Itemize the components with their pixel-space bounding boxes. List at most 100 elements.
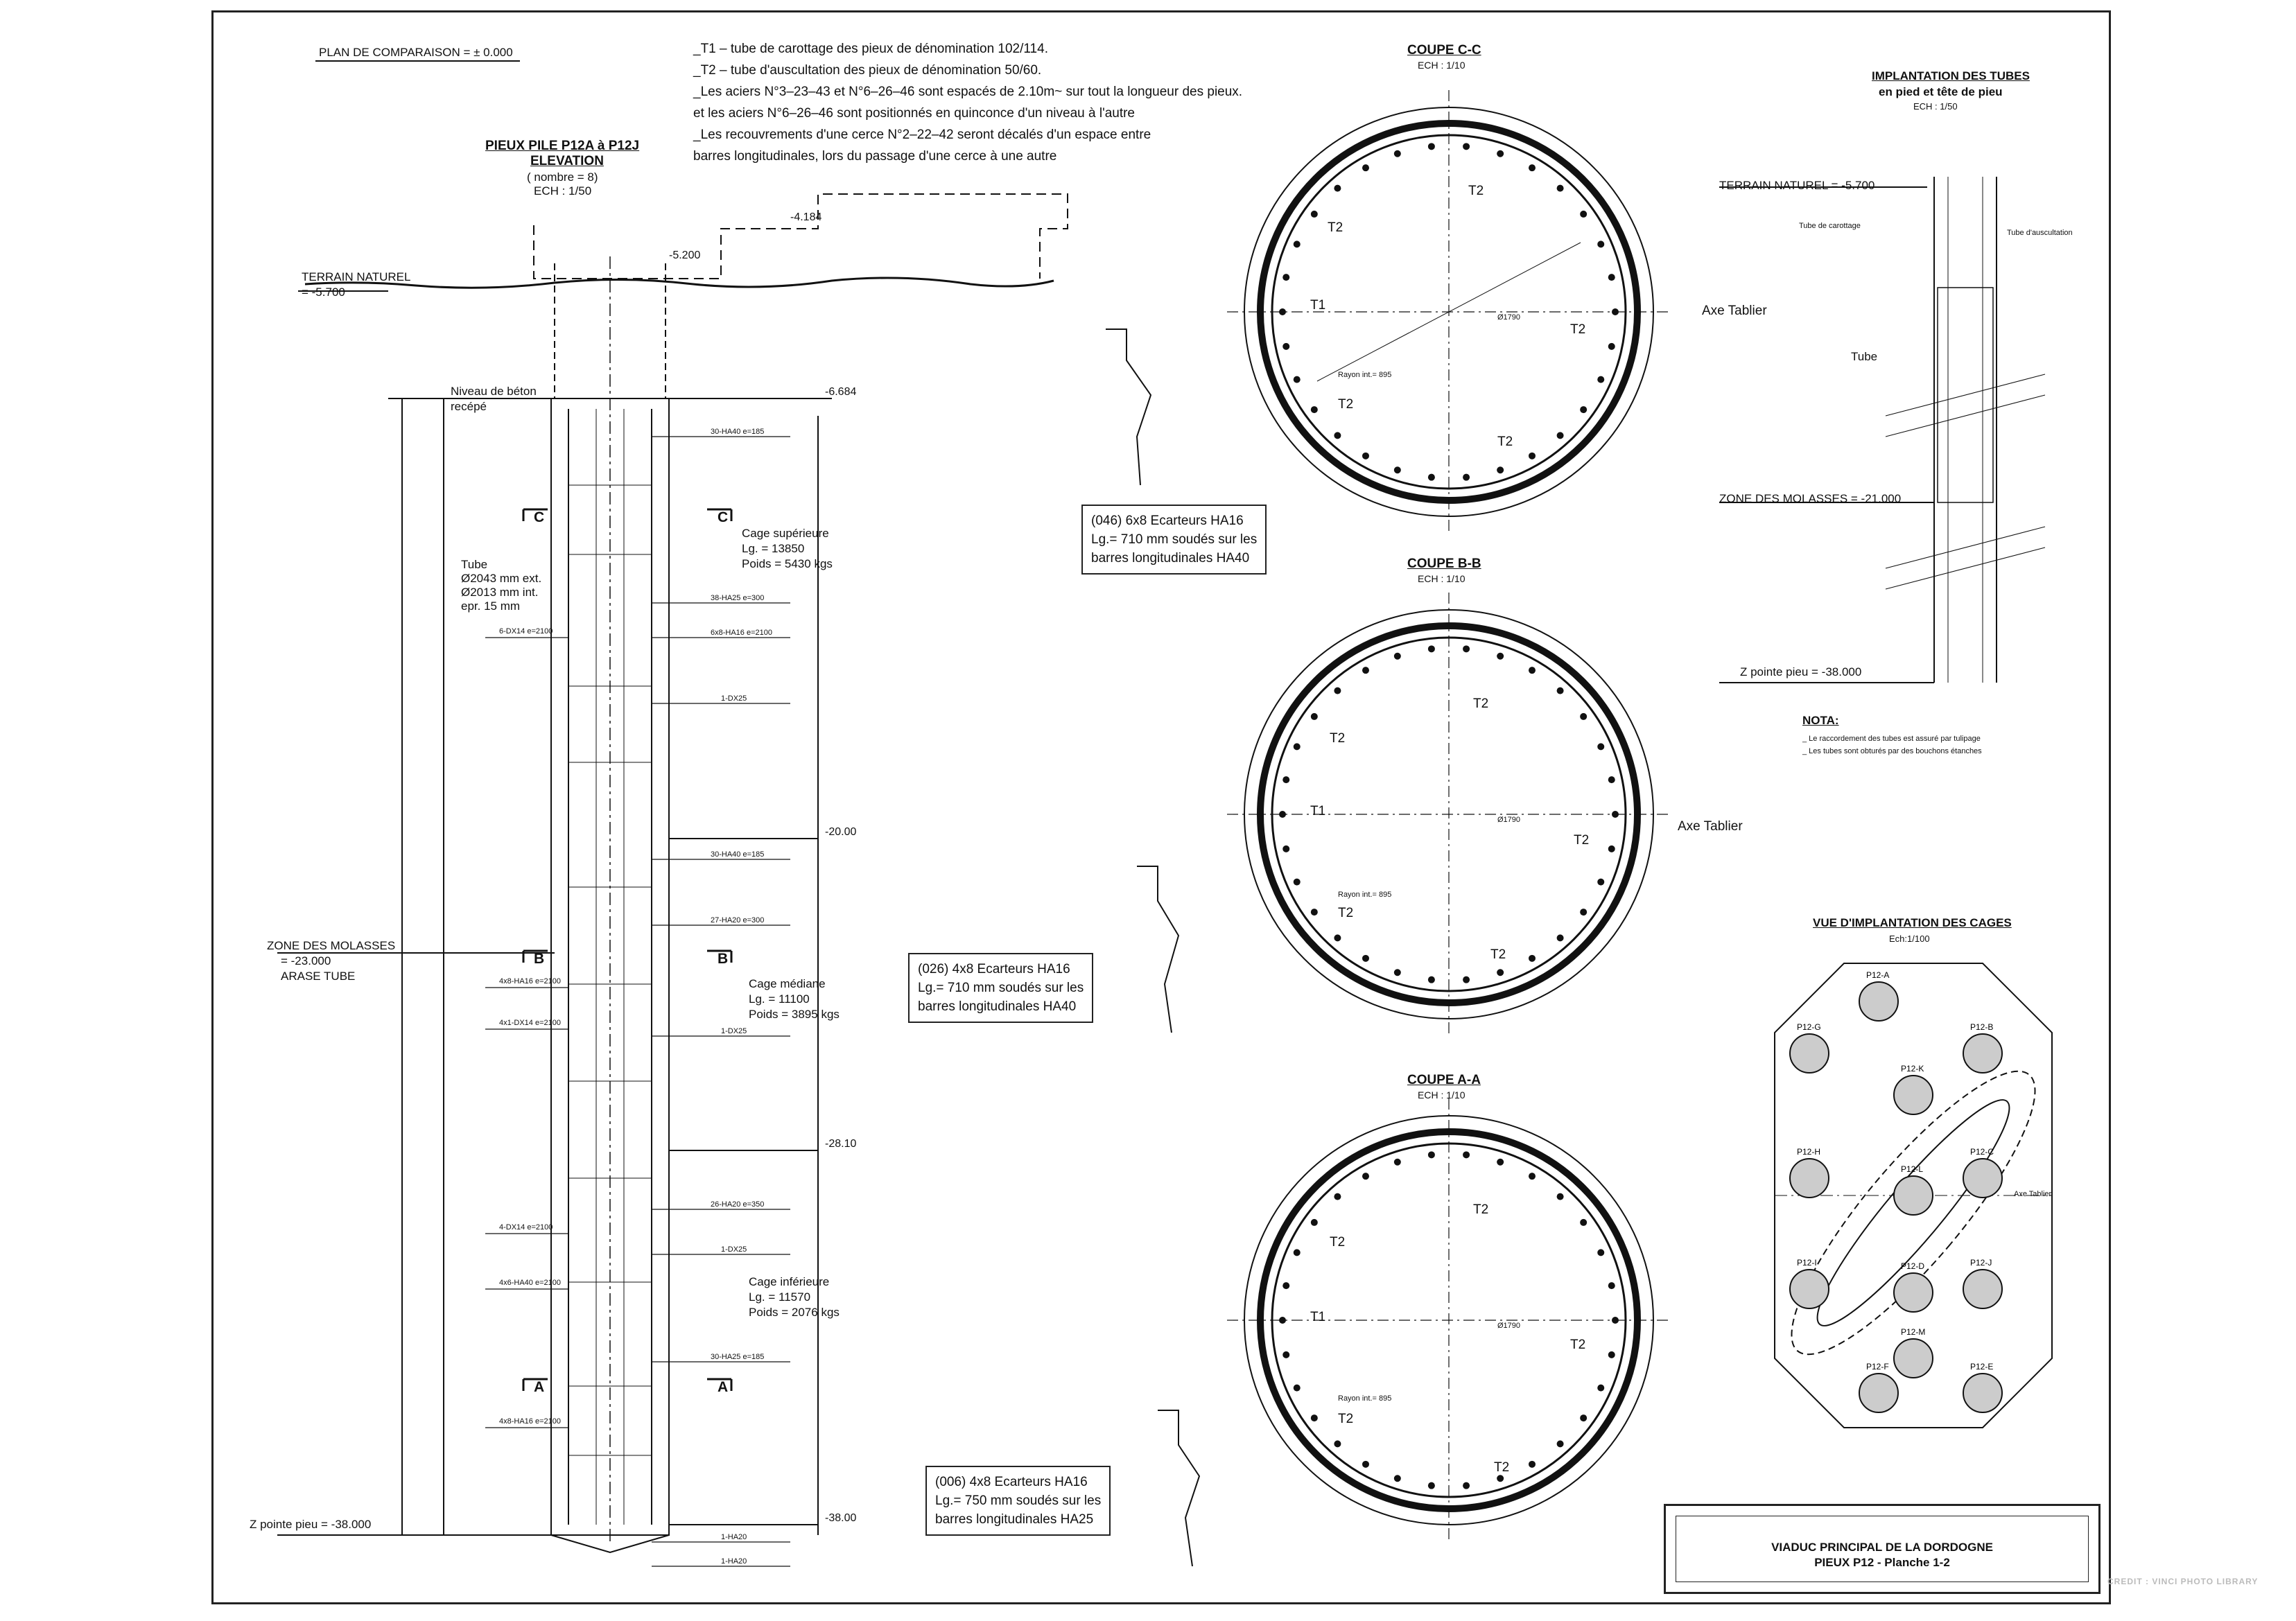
rebar-label: 27-HA20 e=300 xyxy=(711,916,765,925)
longitudinal-bars xyxy=(1279,143,1619,1489)
note-line: _Les aciers N°3–23–43 et N°6–26–46 sont … xyxy=(693,85,1243,99)
level-value: -20.00 xyxy=(825,826,857,838)
elevation-subtitle: ELEVATION xyxy=(530,154,604,168)
level-value: -4.184 xyxy=(790,211,822,223)
rebar-dot xyxy=(1427,143,1435,150)
rebar-dot xyxy=(1612,308,1619,315)
cage-pile-label: P12-M xyxy=(1901,1327,1925,1337)
spacer-box-line: barres longitudinales HA40 xyxy=(918,999,1077,1014)
rebar-label: 1-DX25 xyxy=(721,1027,747,1035)
rebar-dot xyxy=(1597,743,1605,751)
rebar-dot xyxy=(1362,452,1369,459)
rebar-label-left: 4-DX14 e=2100 xyxy=(499,1223,553,1232)
rebar-dot xyxy=(1310,1414,1318,1422)
rebar-dot xyxy=(1497,1158,1504,1166)
cage-pile-circle xyxy=(1963,1269,2003,1309)
tube-t2-label: T2 xyxy=(1330,731,1346,746)
implantation-tube: Tube xyxy=(1851,350,1878,363)
rebar-dot xyxy=(1334,1440,1341,1448)
rebar-dot xyxy=(1279,1317,1286,1324)
rebar-dot xyxy=(1497,466,1504,474)
spacer-box-line: (046) 6x8 Ecarteurs HA16 xyxy=(1091,514,1244,528)
niveau-beton-label: Niveau de béton xyxy=(451,385,537,398)
rebar-label: 6x8-HA16 e=2100 xyxy=(711,629,772,637)
rebar-label-left: 4x6-HA40 e=2100 xyxy=(499,1279,561,1287)
implantation-z-pointe: Z pointe pieu = -38.000 xyxy=(1740,665,1862,678)
cage-pile-circle xyxy=(1789,1269,1829,1309)
rebar-dot xyxy=(1529,1460,1536,1468)
cage-piles: P12-AP12-GP12-KP12-BP12-HP12-LP12-CP12-I… xyxy=(1789,970,2003,1413)
level-value: -38.00 xyxy=(825,1512,857,1524)
rebar-dot xyxy=(1282,1282,1290,1290)
tube-ext-diameter: Ø2043 mm ext. xyxy=(461,572,542,585)
tube-t2-label: T2 xyxy=(1330,1235,1346,1250)
tube-t2-label: T2 xyxy=(1328,220,1343,235)
arase-tube-label: ARASE TUBE xyxy=(281,970,356,983)
cage-pile-circle xyxy=(1893,1272,1933,1313)
cage-med-weight: Poids = 3895 kgs xyxy=(749,1008,840,1021)
zone-molasses-value: = -23.000 xyxy=(281,954,331,967)
rebar-dot xyxy=(1529,452,1536,459)
rebar-dot xyxy=(1293,376,1301,383)
terrain-naturel-value: = -5.700 xyxy=(302,286,345,299)
tube-t2-label: T2 xyxy=(1338,906,1354,920)
rebar-dot xyxy=(1608,1351,1615,1358)
rebar-label: 26-HA20 e=350 xyxy=(711,1200,765,1209)
rebar-dot xyxy=(1463,1482,1470,1489)
cage-pile-circle xyxy=(1789,1033,1829,1074)
rebar-dot xyxy=(1580,406,1588,414)
title-line-2: PIEUX P12 - Planche 1-2 xyxy=(1814,1556,1950,1569)
tube-implantation-elevation xyxy=(1719,177,2046,683)
rebar-dot xyxy=(1334,432,1341,439)
tube-carottage-label: Tube de carottage xyxy=(1799,222,1861,230)
level-value: -6.684 xyxy=(825,386,857,398)
note-line: _T2 – tube d'auscultation des pieux de d… xyxy=(693,63,1042,78)
rebar-label: 1-HA20 xyxy=(721,1533,747,1541)
rebar-dot xyxy=(1293,1249,1301,1256)
rebar-label: 30-HA40 e=185 xyxy=(711,850,765,859)
section-a-title: COUPE A-A xyxy=(1407,1073,1481,1087)
rebar-label-left: 4x8-HA16 e=2100 xyxy=(499,1417,561,1426)
photo-credit: CREDIT : VINCI PHOTO LIBRARY xyxy=(2107,1577,2259,1586)
spacer-box-line: Lg.= 710 mm soudés sur les xyxy=(918,981,1084,995)
implantation-title: IMPLANTATION DES TUBES xyxy=(1872,69,2030,82)
rebar-dot xyxy=(1393,150,1401,157)
rebar-dot xyxy=(1497,969,1504,976)
cage-view-scale: Ech:1/100 xyxy=(1889,934,1930,944)
cage-pile-label: P12-K xyxy=(1901,1064,1924,1074)
rebar-dot xyxy=(1427,976,1435,983)
rebar-dot xyxy=(1580,712,1588,720)
cage-pile-label: P12-C xyxy=(1970,1147,1994,1157)
rebar-dot xyxy=(1427,645,1435,653)
tube-t2-label: T2 xyxy=(1494,1460,1510,1475)
rebar-label: 30-HA40 e=185 xyxy=(711,428,765,436)
rebar-label: 1-HA20 xyxy=(721,1557,747,1566)
cage-pile-circle xyxy=(1893,1075,1933,1115)
diameter-label: Ø1790 xyxy=(1497,816,1521,824)
rebar-dot xyxy=(1529,164,1536,172)
note-line: barres longitudinales, lors du passage d… xyxy=(693,149,1057,164)
cage-med-length: Lg. = 11100 xyxy=(749,992,810,1006)
rebar-dot xyxy=(1608,845,1615,852)
spacer-detail-b xyxy=(1137,866,1180,1033)
section-c-scale: ECH : 1/10 xyxy=(1418,60,1466,71)
terrain-naturel-label: TERRAIN NATUREL xyxy=(302,270,411,283)
tube-t2-label: T2 xyxy=(1338,397,1354,412)
rebar-dot xyxy=(1529,667,1536,674)
section-mark: A xyxy=(718,1379,729,1395)
spacer-box-line: (026) 4x8 Ecarteurs HA16 xyxy=(918,962,1070,976)
rebar-dot xyxy=(1334,934,1341,942)
rebar-label-left: 4x8-HA16 e=2100 xyxy=(499,977,561,985)
implantation-scale: ECH : 1/50 xyxy=(1913,101,1958,112)
rebar-dot xyxy=(1612,1317,1619,1324)
tube-t1-label: T1 xyxy=(1310,1310,1326,1324)
section-a-scale: ECH : 1/10 xyxy=(1418,1089,1466,1101)
rebar-dot xyxy=(1293,240,1301,248)
cage-pile-label: P12-D xyxy=(1901,1261,1924,1271)
rebar-dot xyxy=(1608,342,1615,350)
tube-t1-label: T1 xyxy=(1310,298,1326,313)
cage-inf-title: Cage inférieure xyxy=(749,1275,830,1288)
spacer-box-line: barres longitudinales HA25 xyxy=(935,1512,1094,1527)
tube-t2-label: T2 xyxy=(1574,833,1590,848)
rebar-dot xyxy=(1393,969,1401,976)
